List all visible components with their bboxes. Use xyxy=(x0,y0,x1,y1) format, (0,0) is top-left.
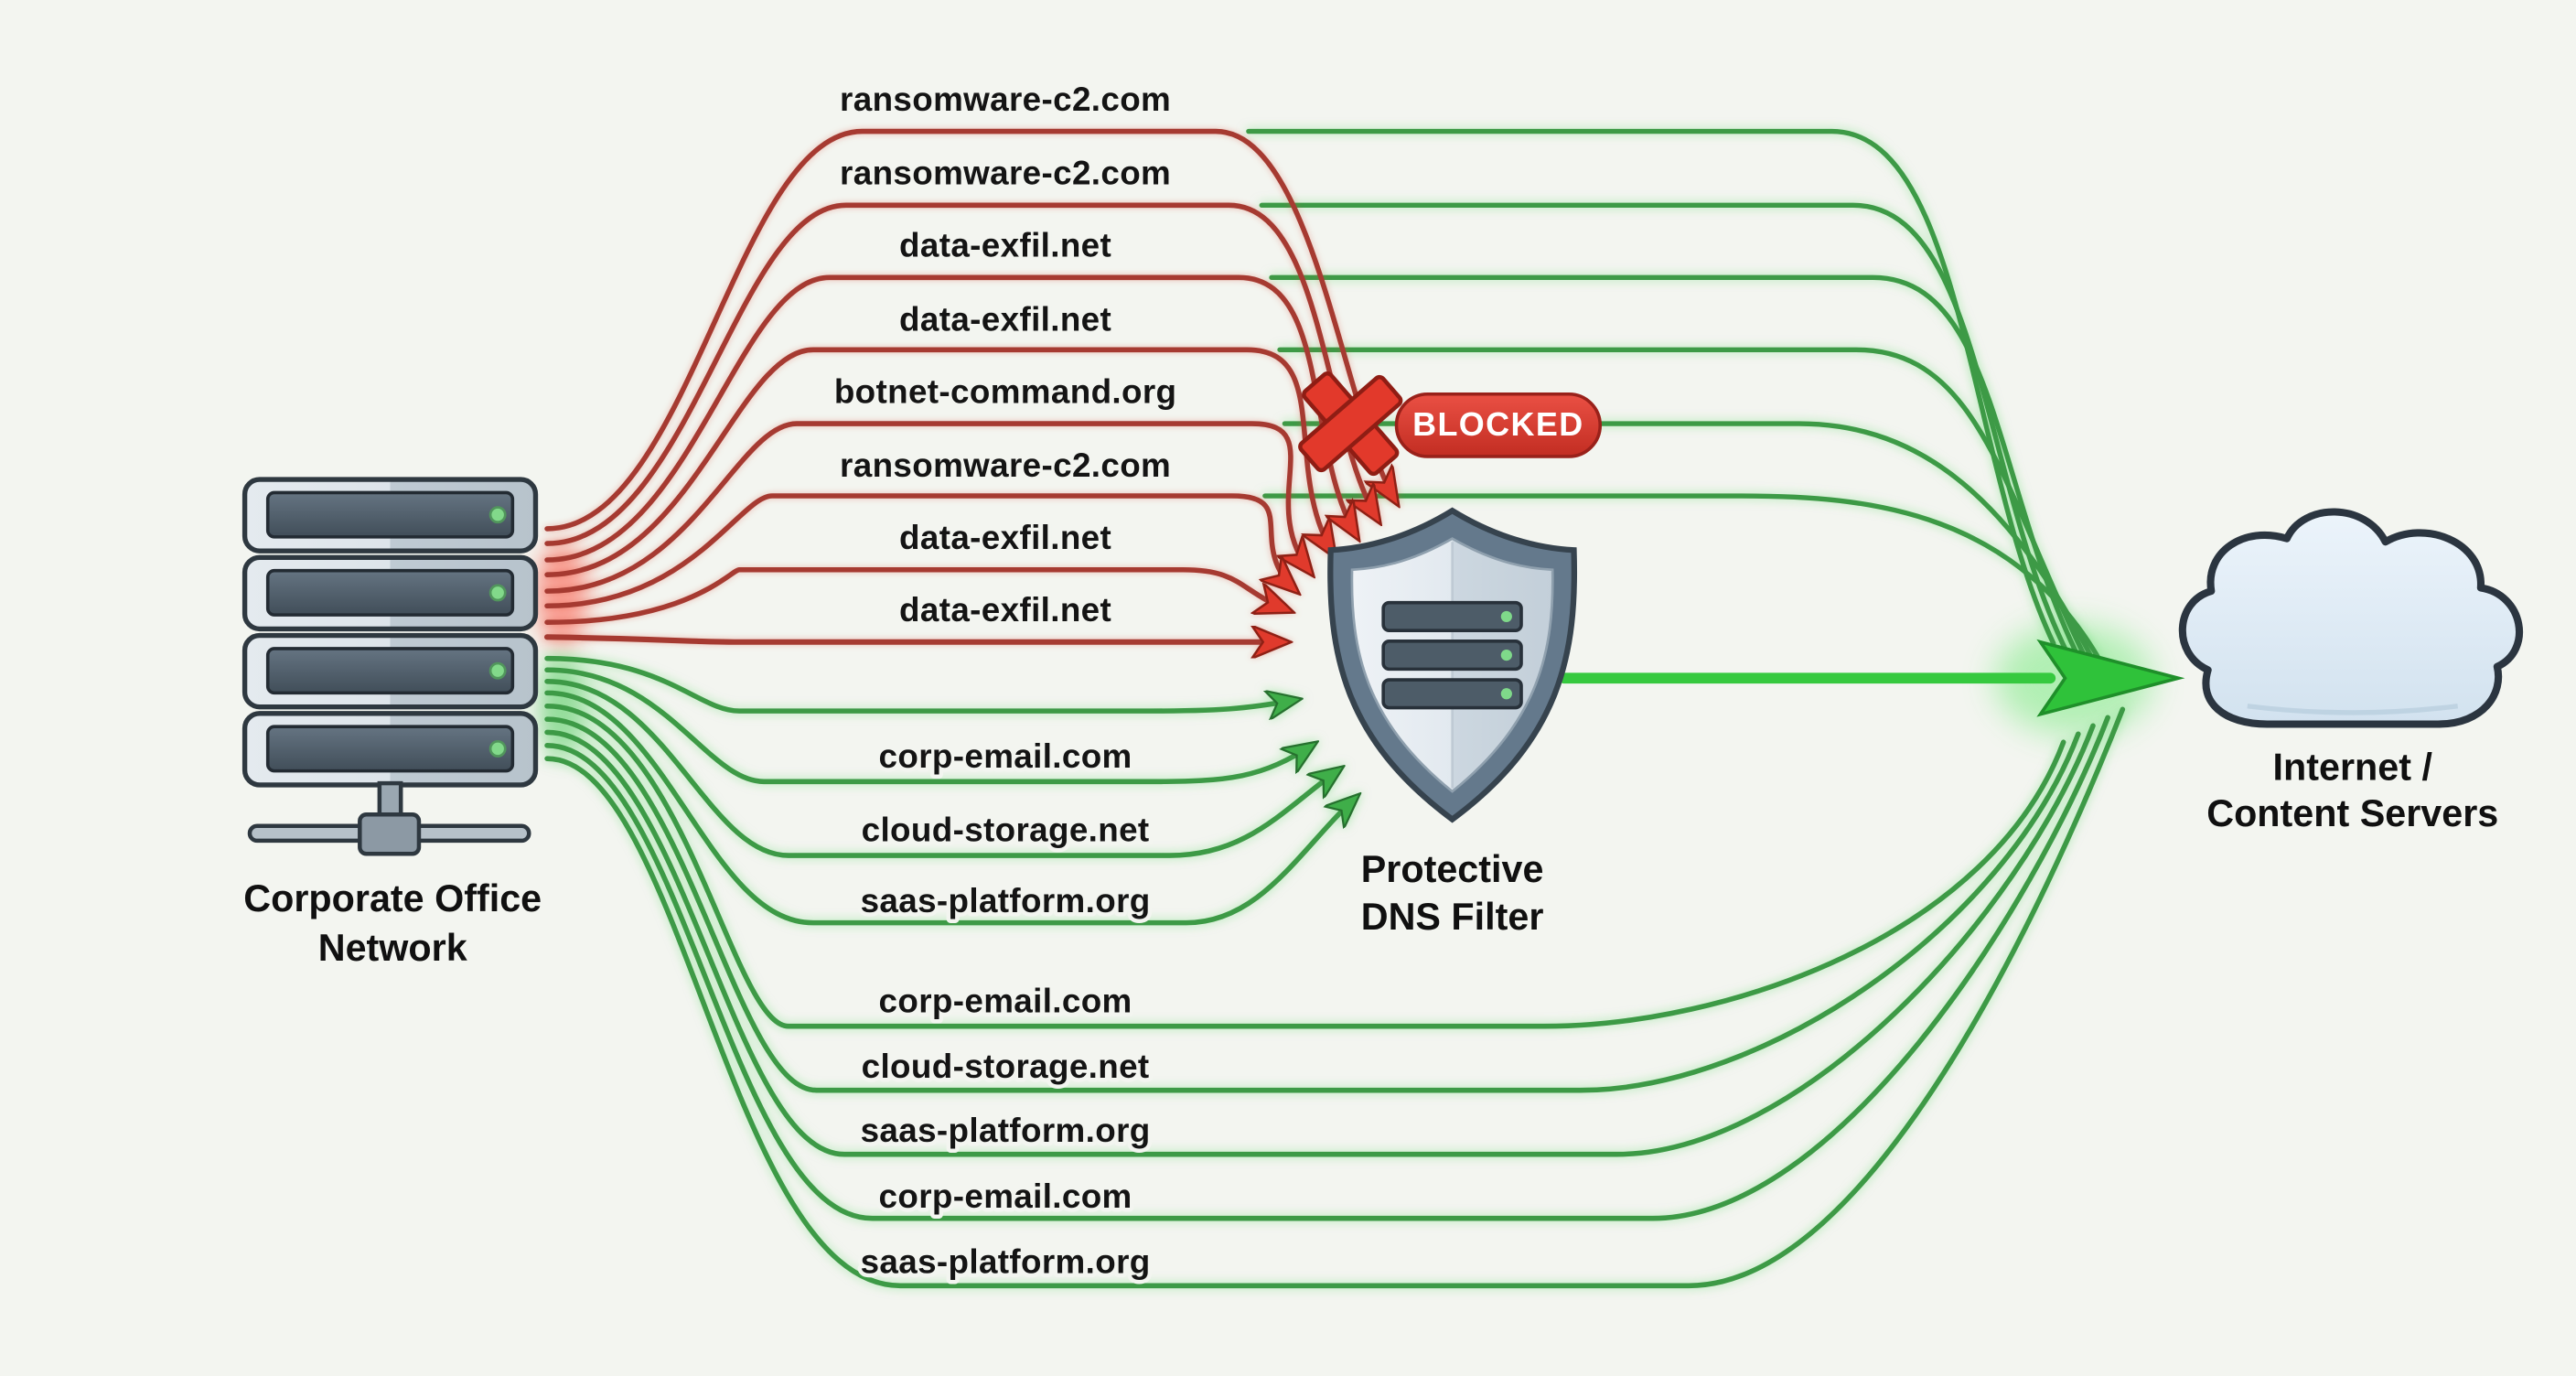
dns-filter-label-line2: DNS Filter xyxy=(1361,896,1544,938)
internet-label-line1: Internet / xyxy=(2273,747,2433,789)
shield-bar xyxy=(1381,640,1523,672)
allowed-bypass-line xyxy=(544,715,2110,1221)
server-unit-panel xyxy=(265,568,515,617)
allowed-query-label: cloud-storage.net xyxy=(862,812,1150,849)
blocked-query-label: data-exfil.net xyxy=(899,519,1111,556)
blocked-query-labels: ransomware-c2.com ransomware-c2.com data… xyxy=(830,77,1180,633)
big-green-arrow-icon xyxy=(2036,639,2185,717)
corporate-network-label-line2: Network xyxy=(318,927,467,969)
shield-bar xyxy=(1381,600,1523,632)
allowed-continuation-lines xyxy=(1246,128,2112,681)
blocked-badge: BLOCKED xyxy=(1298,371,1603,477)
cloud-shape xyxy=(2178,508,2523,728)
allowed-query-label: corp-email.com xyxy=(879,737,1132,775)
blocked-query-line xyxy=(544,566,1290,625)
blocked-query-label: ransomware-c2.com xyxy=(840,155,1171,192)
shield-bar xyxy=(1381,678,1523,710)
server-unit-panel xyxy=(265,725,515,773)
rack-stand-hub xyxy=(358,812,422,856)
allowed-bypass-line xyxy=(544,716,2081,1093)
server-unit xyxy=(242,711,539,788)
allowed-bypass-lines xyxy=(544,703,2126,1289)
blocked-query-label: data-exfil.net xyxy=(899,591,1111,629)
led-icon xyxy=(1500,610,1512,623)
led-icon xyxy=(488,584,507,602)
allowed-query-labels: corp-email.com cloud-storage.net saas-pl… xyxy=(856,733,1154,923)
shield-icon xyxy=(1327,507,1578,823)
blocked-query-line xyxy=(544,128,1396,532)
led-icon xyxy=(488,739,507,758)
allowed-continuation-line xyxy=(1262,493,2112,681)
blocked-query-label: botnet-command.org xyxy=(834,372,1177,410)
internet-label-line2: Content Servers xyxy=(2206,792,2498,834)
led-icon xyxy=(1500,688,1512,700)
node-labels: Corporate Office Network Protective DNS … xyxy=(243,747,2498,969)
blocked-badge-label: BLOCKED xyxy=(1412,406,1584,443)
server-rack-icon xyxy=(242,477,539,856)
shield-server-bars xyxy=(1381,600,1523,710)
server-unit-panel xyxy=(265,490,515,539)
blocked-query-line xyxy=(544,421,1311,594)
blocked-query-line xyxy=(544,493,1296,609)
x-icon xyxy=(1298,371,1403,477)
allowed-query-lines xyxy=(544,655,1357,926)
allowed-query-line xyxy=(544,679,1340,858)
allowed-bypass-line xyxy=(544,706,2126,1289)
allowed-bypass-labels: corp-email.com cloud-storage.net saas-pl… xyxy=(856,978,1154,1285)
allowed-query-line xyxy=(544,690,1357,926)
led-icon xyxy=(488,661,507,680)
blocked-query-line xyxy=(543,637,1286,641)
server-unit xyxy=(242,477,539,554)
resolved-traffic-arrow xyxy=(1558,639,2185,717)
server-unit-panel xyxy=(265,647,515,695)
allowed-query-line xyxy=(544,655,1298,711)
blocked-badge-pill xyxy=(1394,392,1603,458)
allowed-bypass-label: saas-platform.org xyxy=(861,1112,1151,1149)
dns-filter-label-line1: Protective xyxy=(1361,848,1544,890)
allowed-bypass-label: saas-platform.org xyxy=(861,1243,1151,1281)
allowed-bypass-line xyxy=(544,723,2096,1157)
server-unit xyxy=(242,554,539,632)
blocked-query-label: data-exfil.net xyxy=(899,300,1111,338)
led-icon xyxy=(488,506,507,524)
cloud-icon xyxy=(2178,508,2523,728)
x-bar xyxy=(1298,374,1403,473)
cloud-base-shade xyxy=(2247,704,2459,715)
allowed-bypass-label: cloud-storage.net xyxy=(862,1048,1150,1085)
blocked-query-label: ransomware-c2.com xyxy=(840,81,1171,118)
led-icon xyxy=(1500,650,1512,661)
allowed-query-line xyxy=(544,667,1315,785)
blocked-query-label: ransomware-c2.com xyxy=(840,446,1171,484)
allowed-bypass-label: corp-email.com xyxy=(879,982,1132,1019)
allowed-query-label: saas-platform.org xyxy=(861,882,1151,919)
allowed-bypass-line xyxy=(544,703,2066,1029)
blocked-query-label: data-exfil.net xyxy=(899,227,1111,264)
allowed-bypass-label: corp-email.com xyxy=(879,1177,1132,1215)
corporate-network-label-line1: Corporate Office xyxy=(243,877,542,919)
server-unit xyxy=(242,632,539,710)
